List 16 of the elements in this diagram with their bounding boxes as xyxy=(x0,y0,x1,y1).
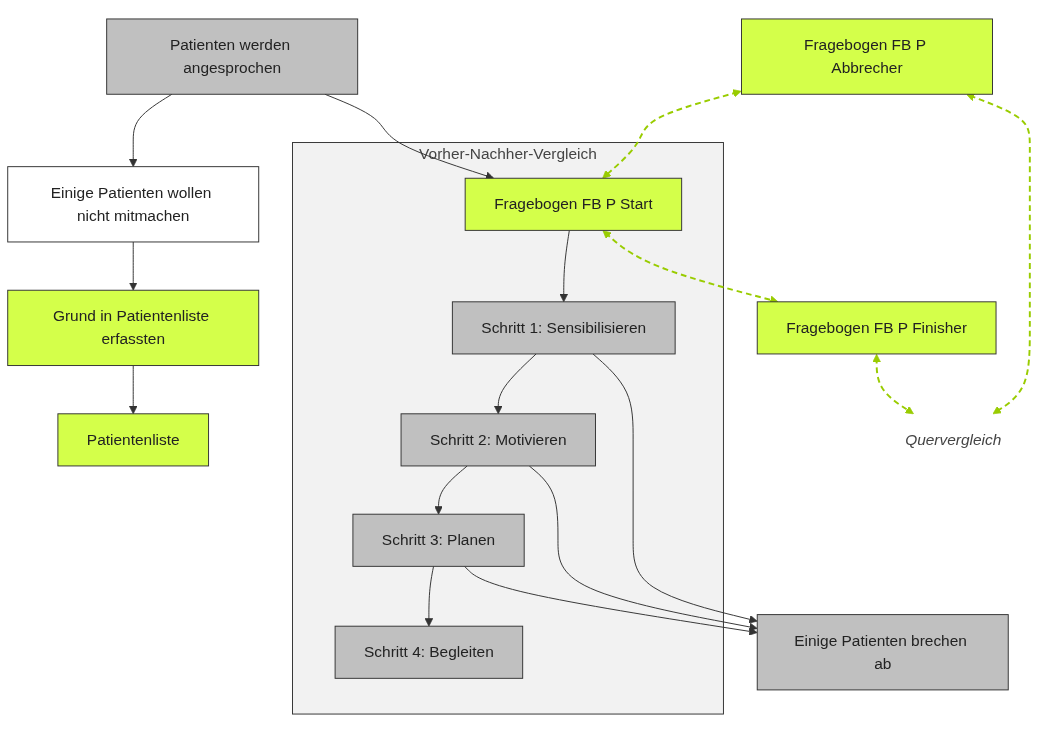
node-box: Fragebogen FB P Finisher xyxy=(756,301,997,355)
node-box: Schritt 3: Planen xyxy=(352,513,525,567)
node-box: Patienten werden angesprochen xyxy=(106,18,359,95)
node-text: Quervergleich xyxy=(905,431,1002,448)
node-box: Fragebogen FB P Abbrecher xyxy=(741,18,993,95)
node-box: Schritt 4: Begleiten xyxy=(334,625,524,679)
node-box: Schritt 2: Motivieren xyxy=(400,413,596,467)
node-box: Fragebogen FB P Start xyxy=(464,177,683,231)
node-box: Grund in Patientenliste erfassten xyxy=(7,289,260,366)
arrow xyxy=(872,353,914,415)
node-box: Einige Patienten brechen ab xyxy=(756,614,1009,691)
arrow xyxy=(602,89,742,179)
node-box: Einige Patienten wollen nicht mitmachen xyxy=(7,166,260,243)
node-box: Patientenliste xyxy=(57,413,210,467)
node-box: Schritt 1: Sensibilisieren xyxy=(451,301,676,355)
arrow xyxy=(966,93,1031,415)
